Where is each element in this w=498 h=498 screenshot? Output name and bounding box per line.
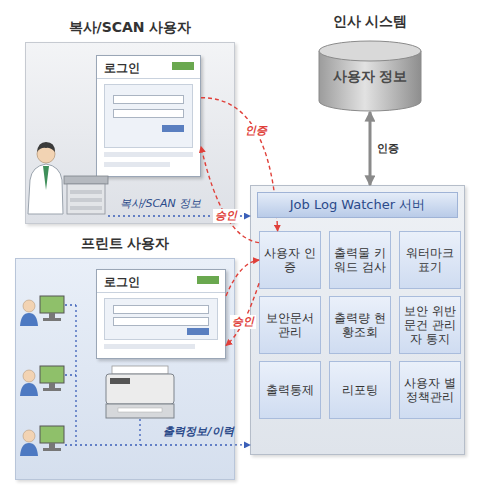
- function-label: 보안문서관리: [263, 311, 317, 339]
- connector: [226, 283, 259, 345]
- function-box: 워터마크 표기: [399, 231, 461, 289]
- connector: [201, 147, 259, 243]
- server-box: Job Log Watcher 서버사용자 인증 출력물 키워드 검사 워터마크 표…: [250, 185, 465, 455]
- connector-label: 인증: [243, 124, 269, 138]
- function-box: 사용자 인증: [259, 231, 321, 289]
- pc-icon: [20, 296, 64, 326]
- form-detail: [172, 62, 194, 70]
- function-label: 출력통제: [266, 383, 314, 397]
- connector-label: 승인: [230, 315, 256, 329]
- function-label: 워터마크 표기: [403, 246, 457, 274]
- database-label: 사용자 정보: [318, 68, 422, 86]
- function-label: 출력량 현황조회: [333, 311, 387, 339]
- system-heading: 인사 시스템: [298, 13, 442, 31]
- form-detail: [104, 298, 218, 340]
- form-detail: [113, 317, 209, 326]
- form-detail: [104, 84, 193, 148]
- person-icon: [28, 142, 63, 214]
- form-detail: [97, 78, 200, 79]
- form-detail: [162, 125, 184, 132]
- pc-icon: [20, 426, 64, 456]
- user-panel: 프린트 사용자로그인: [15, 258, 235, 480]
- login-title: 로그인: [104, 274, 140, 291]
- server-title: Job Log Watcher 서버: [257, 192, 458, 218]
- login-window: 로그인: [96, 55, 201, 177]
- function-label: 사용자 인증: [263, 246, 317, 274]
- function-label: 보안 위반문건 관리자 통지: [403, 304, 457, 346]
- flow-line: [65, 305, 235, 445]
- pc-icon: [20, 366, 64, 396]
- function-box: 출력량 현황조회: [329, 296, 391, 354]
- form-detail: [104, 162, 170, 167]
- form-detail: [187, 328, 209, 335]
- form-detail: [113, 95, 184, 104]
- function-label: 리포팅: [342, 383, 378, 397]
- function-box: 보안문서관리: [259, 296, 321, 354]
- connector: [368, 112, 371, 185]
- function-box: 출력통제: [259, 361, 321, 419]
- connector: [201, 98, 278, 231]
- panel-heading: 복사/SCAN 사용자: [26, 19, 234, 37]
- form-detail: [113, 109, 184, 118]
- connector-label: 출력정보/이력: [161, 425, 235, 439]
- function-box: 보안 위반문건 관리자 통지: [399, 296, 461, 354]
- user-panel: 복사/SCAN 사용자로그인: [25, 42, 235, 224]
- connector-label: 인증: [375, 142, 401, 156]
- login-title: 로그인: [104, 60, 140, 77]
- form-detail: [104, 344, 195, 349]
- function-label: 출력물 키워드 검사: [333, 246, 387, 274]
- function-label: 사용자 별 정책관리: [403, 376, 457, 404]
- database-cylinder: 인사 시스템사용자 정보: [318, 40, 422, 112]
- connector-label: 승인: [213, 209, 239, 223]
- panel-heading: 프린트 사용자: [16, 235, 234, 253]
- login-window: 로그인: [96, 269, 226, 359]
- form-detail: [113, 305, 209, 314]
- printer-icon: [106, 366, 174, 418]
- form-detail: [97, 292, 225, 293]
- connector-label: 복사/SCAN 정보: [118, 197, 204, 211]
- function-box: 리포팅: [329, 361, 391, 419]
- function-box: 출력물 키워드 검사: [329, 231, 391, 289]
- copier-icon: [64, 176, 108, 214]
- function-box: 사용자 별 정책관리: [399, 361, 461, 419]
- form-detail: [104, 152, 193, 157]
- form-detail: [197, 276, 219, 284]
- connector: [226, 260, 259, 296]
- connector: [235, 444, 250, 445]
